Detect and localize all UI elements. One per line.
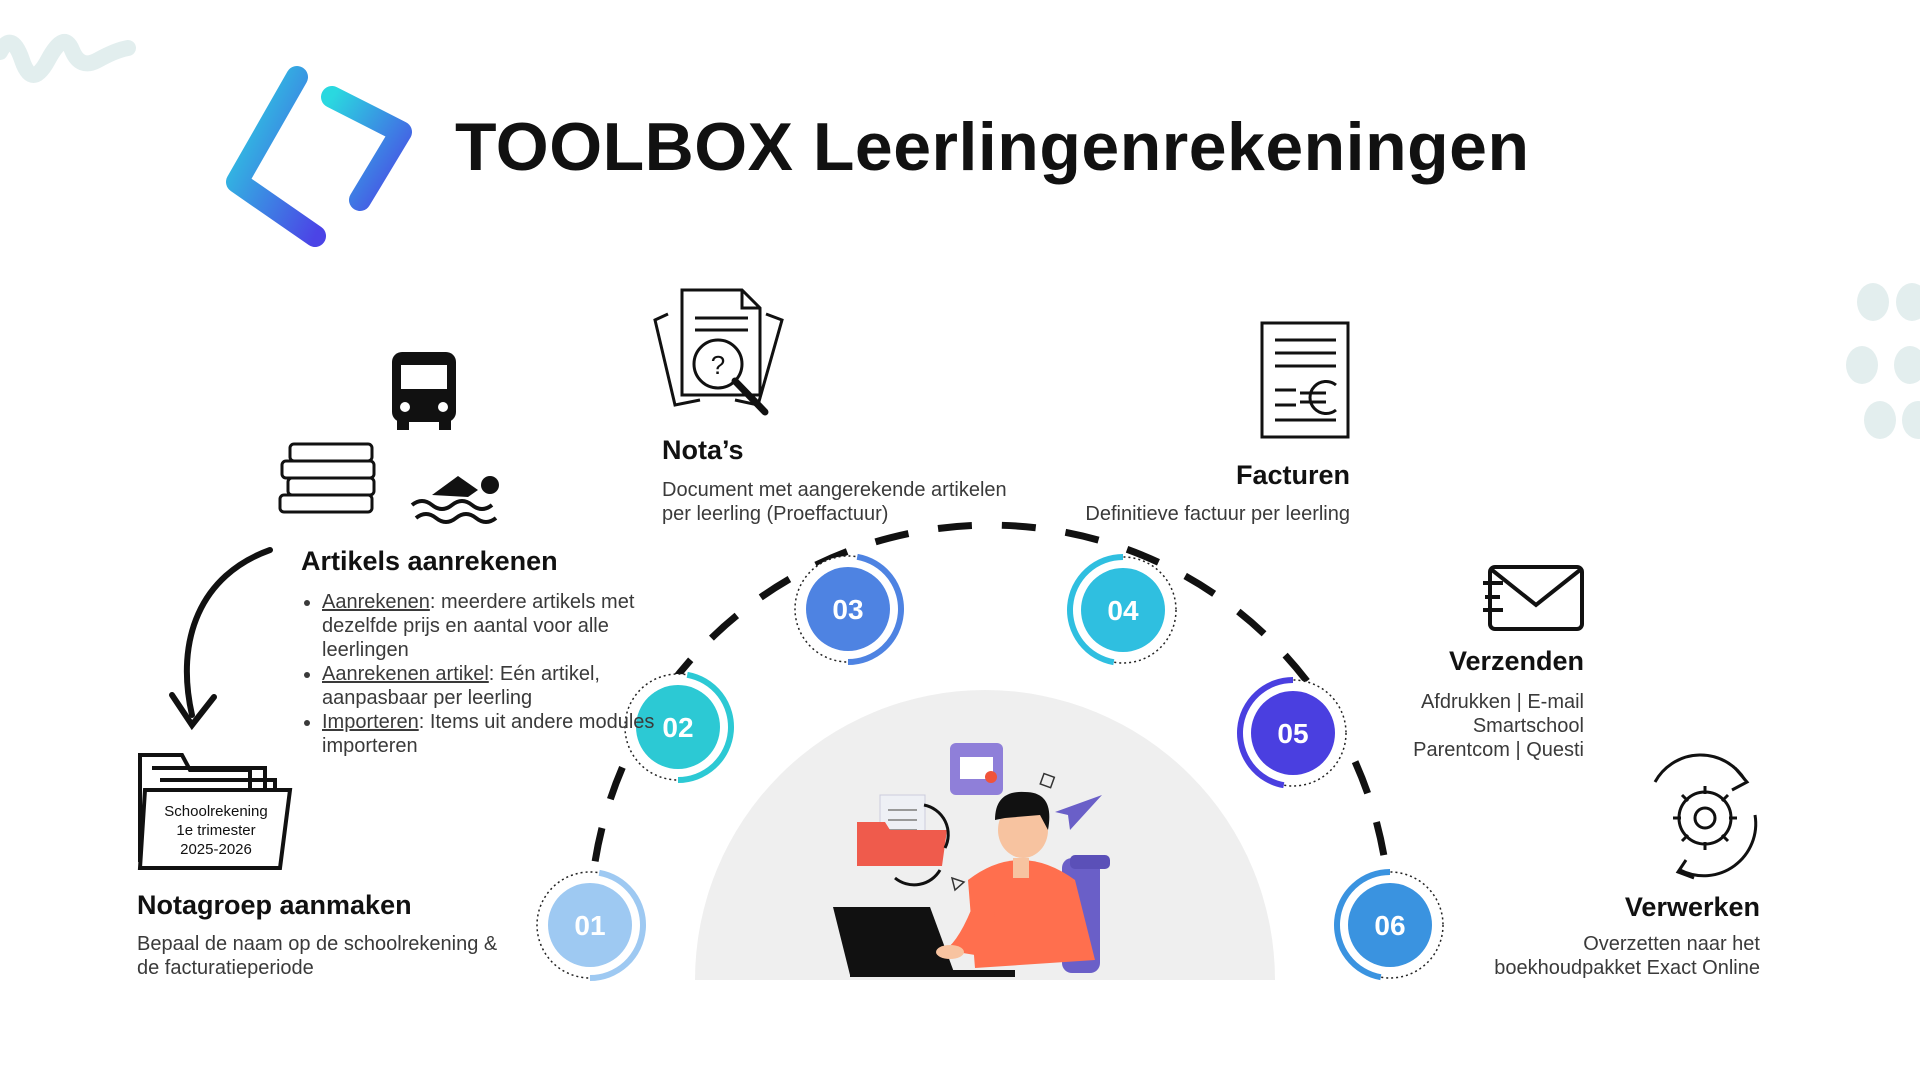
step-node-fill xyxy=(1081,568,1165,652)
step-node-05: 05 xyxy=(1237,677,1347,789)
step-node-accent-arc xyxy=(1334,869,1391,981)
decor-squiggle xyxy=(0,34,136,83)
swimmer-icon xyxy=(410,476,499,524)
books-icon xyxy=(278,442,376,514)
step-node-fill xyxy=(548,883,632,967)
person-laptop-illustration xyxy=(833,743,1110,977)
step-node-fill xyxy=(806,567,890,651)
bullet-desc: : Items uit andere modules importeren xyxy=(322,711,655,757)
envelope-icon xyxy=(1483,565,1584,631)
bullet-term: Importeren xyxy=(322,711,419,733)
step-number: 01 xyxy=(574,910,605,941)
step-02-title: Artikels aanrekenen xyxy=(301,546,558,576)
bullet-term: Aanrekenen artikel xyxy=(322,663,489,685)
step-01-title: Notagroep aanmaken xyxy=(137,890,412,920)
step-node-accent-arc xyxy=(677,671,734,783)
step-05-title: Verzenden xyxy=(1448,646,1584,676)
step-number: 02 xyxy=(662,712,693,743)
step-node-02: 02 xyxy=(624,671,734,783)
step-03-text: Document met aangerekende artikelen per … xyxy=(662,479,1007,525)
step-02-bullets: Aanrekenen: meerdere artikels met dezelf… xyxy=(300,590,692,758)
step-number: 03 xyxy=(832,594,863,625)
invoice-euro-icon xyxy=(1260,321,1350,439)
step-node-accent-arc xyxy=(589,869,646,981)
toolbox-logo xyxy=(226,66,412,247)
step-number: 05 xyxy=(1277,718,1308,749)
bullet-item: Aanrekenen artikel: Eén artikel, aanpasb… xyxy=(322,662,692,710)
folder-label-line2: 1e trimester xyxy=(176,822,256,839)
step-05-line2: Smartschool xyxy=(1472,715,1584,737)
step-node-01: 01 xyxy=(536,869,646,981)
step-06-line1: Overzetten naar het xyxy=(1583,933,1760,955)
gear-cycle-icon xyxy=(1653,753,1758,880)
step-03-title: Nota’s xyxy=(662,435,744,465)
page-title: TOOLBOX Leerlingenrekeningen xyxy=(455,109,1530,185)
step-node-accent-arc xyxy=(847,553,904,665)
step-06-title: Verwerken xyxy=(1624,892,1760,922)
bullet-item: Aanrekenen: meerdere artikels met dezelf… xyxy=(322,590,692,662)
step-node-03: 03 xyxy=(794,553,904,665)
step-04-title: Facturen xyxy=(1235,460,1350,490)
step-06-line2: boekhoudpakket Exact Online xyxy=(1494,957,1760,979)
decor-dots xyxy=(1846,283,1920,439)
step-01-text: Bepaal de naam op de schoolrekening & de… xyxy=(137,933,498,979)
step-number: 04 xyxy=(1107,595,1139,626)
bullet-term: Aanrekenen xyxy=(322,591,430,613)
step-node-fill xyxy=(1348,883,1432,967)
step-node-06: 06 xyxy=(1334,869,1444,981)
bus-icon xyxy=(392,352,456,430)
step-node-accent-arc xyxy=(1067,554,1124,666)
step-node-accent-arc xyxy=(1237,677,1294,789)
folder-label-line1: Schoolrekening xyxy=(164,803,268,820)
step-node-fill xyxy=(1251,691,1335,775)
folder-icon xyxy=(137,753,293,870)
folder-label-line3: 2025-2026 xyxy=(180,841,252,858)
bullet-desc: : Eén artikel, aanpasbaar per leerling xyxy=(322,663,600,709)
curved-arrow-icon xyxy=(169,547,273,731)
step-04-text: Definitieve factuur per leerling xyxy=(1085,503,1350,525)
bullet-desc: : meerdere artikels met dezelfde prijs e… xyxy=(322,591,635,661)
step-05-text: Afdrukken | E-mail Smartschool Parentcom… xyxy=(1334,690,1584,762)
step-06-text: Overzetten naar het boekhoudpakket Exact… xyxy=(1410,932,1760,980)
step-05-line1: Afdrukken | E-mail xyxy=(1420,691,1584,713)
step-number: 06 xyxy=(1374,910,1405,941)
step-node-04: 04 xyxy=(1067,554,1177,666)
folder-label: Schoolrekening 1e trimester 2025-2026 xyxy=(148,802,284,859)
document-search-icon: ? xyxy=(653,288,784,416)
step-node-fill xyxy=(636,685,720,769)
svg-text:?: ? xyxy=(711,350,725,380)
step-05-line3: Parentcom | Questi xyxy=(1413,739,1584,761)
bullet-item: Importeren: Items uit andere modules imp… xyxy=(322,710,692,758)
